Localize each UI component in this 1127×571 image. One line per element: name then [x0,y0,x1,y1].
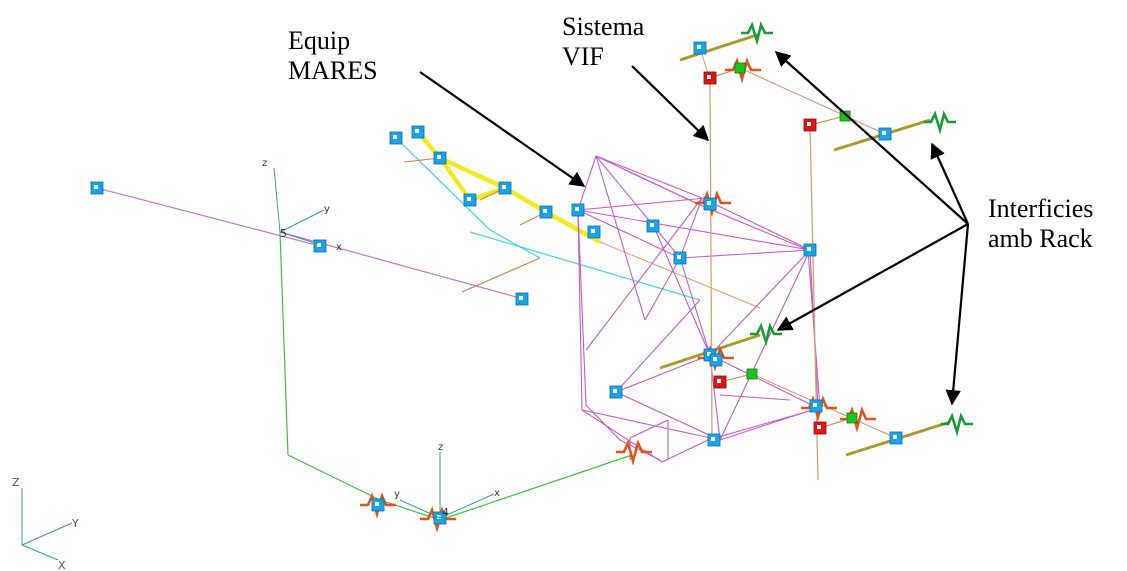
node4-z-label: z [438,442,443,453]
node5-y-label: y [324,204,330,215]
node5-z-label: z [262,158,267,169]
node4-x-label: x [494,488,500,499]
equip-mares-label: Equip MARES [288,26,378,86]
node4-id-label: 4 [442,506,449,519]
rack-label-line1: Interficies [988,194,1094,223]
node4-y-label: y [394,489,400,500]
vif-label-line2: VIF [562,42,604,71]
orange-springs [358,59,878,530]
global-y-label: Y [71,517,79,530]
global-x-label: X [58,559,66,571]
blue-nodes [90,41,903,525]
rack-arrow-4 [945,223,970,406]
rack-frame [577,155,821,463]
equip-label-line2: MARES [288,56,378,85]
sistema-vif-label: Sistema VIF [562,12,644,72]
callout-arrows [419,50,970,406]
node5-x-label: x [336,242,342,253]
rack-arrow-1 [774,50,969,225]
vif-label-line1: Sistema [562,12,645,41]
node4-triad: z y x 4 [394,442,500,519]
left-assembly [96,187,633,521]
rack-arrow-3 [776,223,969,331]
interficies-rack-label: Interficies amb Rack [988,194,1093,254]
vif-arrow [631,65,710,142]
equip-arrow [419,71,586,187]
global-axis-triad: Z Y X [12,476,79,571]
global-z-label: Z [12,476,20,489]
rack-label-line2: amb Rack [988,224,1093,253]
green-springs [739,23,975,434]
rack-arrow-2 [930,142,970,225]
equip-label-line1: Equip [288,26,351,55]
node5-triad: z y x 5 [262,158,342,253]
node5-id-label: 5 [280,227,287,240]
